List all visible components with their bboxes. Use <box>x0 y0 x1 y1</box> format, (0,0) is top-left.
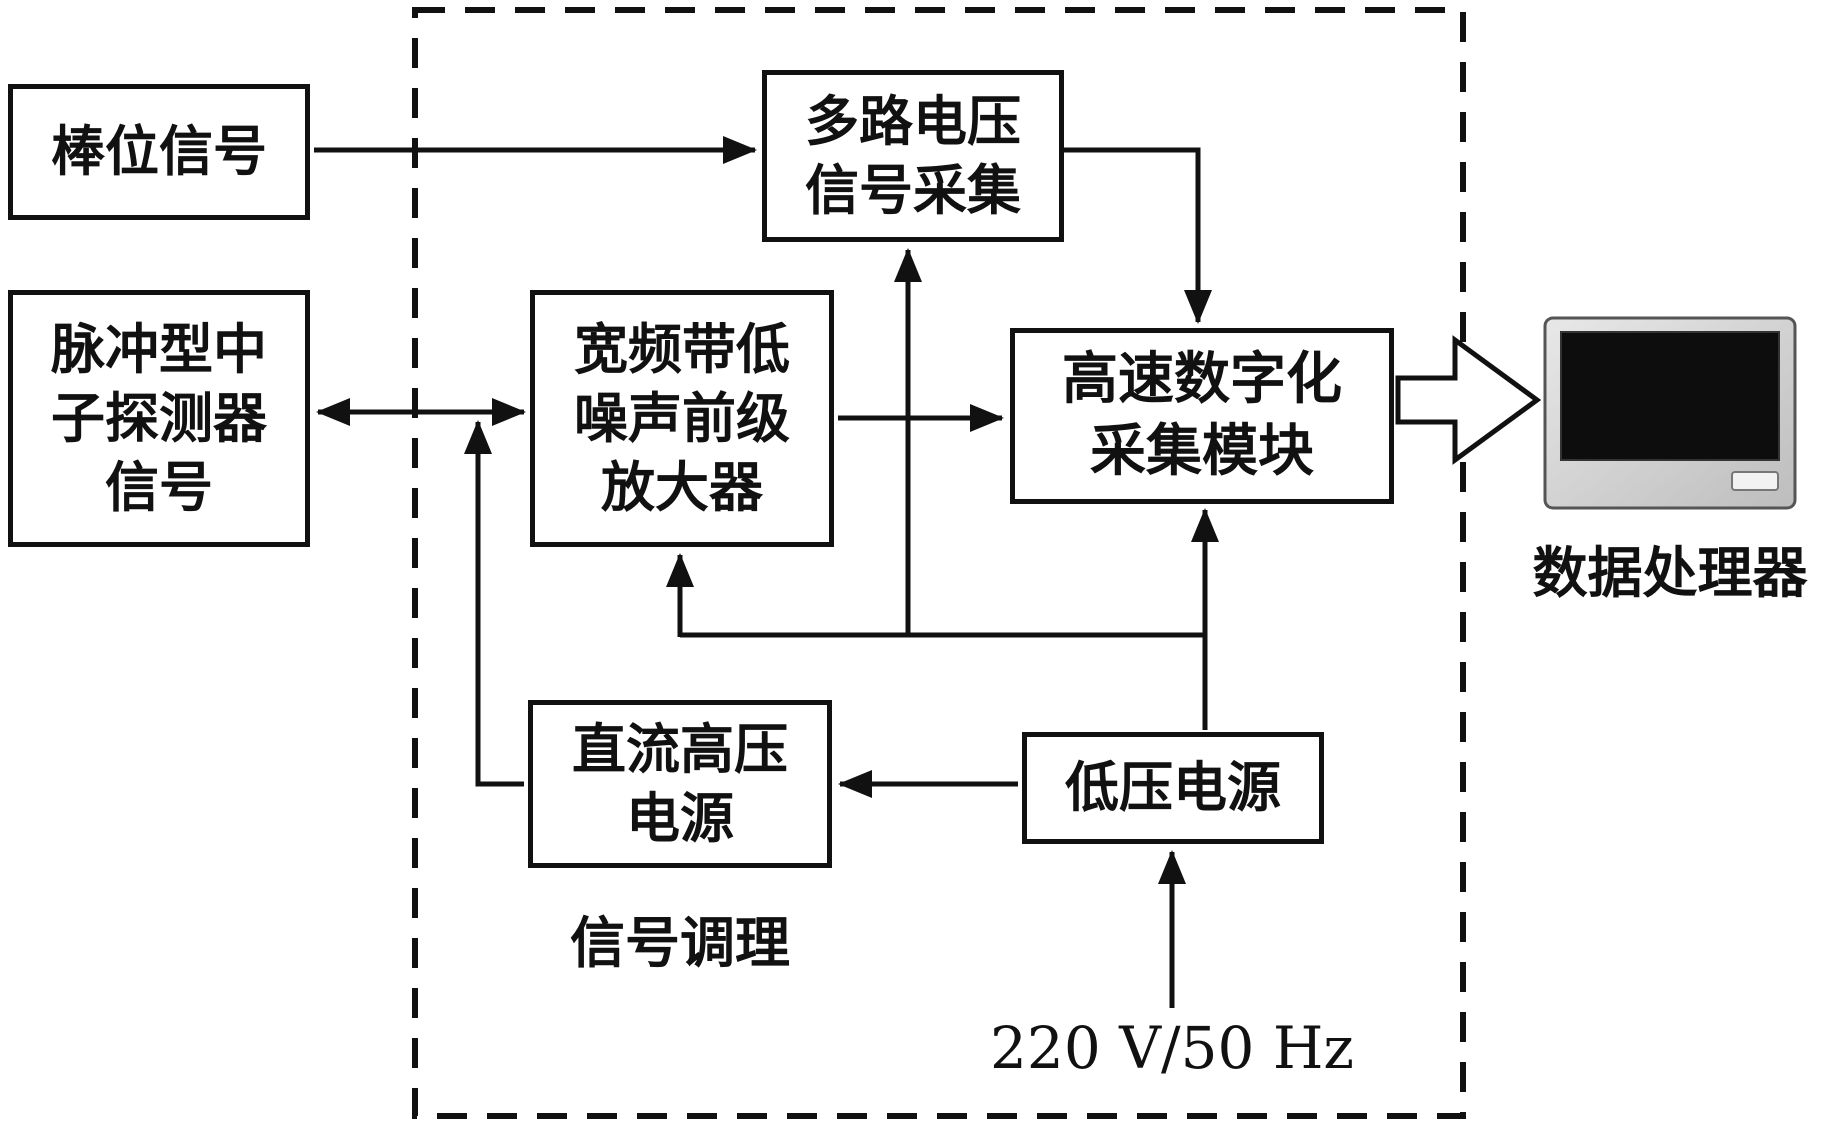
mains-power-label: 220 V/50 Hz <box>990 1014 1354 1082</box>
arrow-dchv-to-detector-line <box>464 420 524 787</box>
block-arrow-icon <box>1395 335 1542 465</box>
arrow-multiplexer-to-digitizer <box>1064 147 1212 324</box>
box-low-voltage-supply-label: 低压电源 <box>1065 756 1281 820</box>
box-highspeed-digitizer-module-label: 高速数字化 采集模块 <box>1062 347 1342 484</box>
box-rod-position-signal: 棒位信号 <box>8 84 310 220</box>
box-dc-high-voltage-supply: 直流高压 电源 <box>528 700 832 868</box>
signal-conditioning-label: 信号调理 <box>569 911 790 975</box>
monitor-icon <box>1543 316 1797 510</box>
box-low-voltage-supply: 低压电源 <box>1022 732 1324 844</box>
box-multichannel-voltage-acquisition-label: 多路电压 信号采集 <box>805 89 1021 222</box>
box-wideband-lownoise-preamplifier: 宽频带低 噪声前级 放大器 <box>530 290 834 547</box>
box-neutron-detector-signal: 脉冲型中 子探测器 信号 <box>8 290 310 547</box>
box-dc-high-voltage-supply-label: 直流高压 电源 <box>572 717 788 850</box>
box-neutron-detector-signal-label: 脉冲型中 子探测器 信号 <box>51 317 267 520</box>
box-wideband-lownoise-preamplifier-label: 宽频带低 噪声前级 放大器 <box>574 317 790 520</box>
data-processor-label: 数据处理器 <box>1532 541 1808 605</box>
signal-conditioning-region <box>412 7 1466 1119</box>
box-multichannel-voltage-acquisition: 多路电压 信号采集 <box>762 70 1064 242</box>
box-highspeed-digitizer-module: 高速数字化 采集模块 <box>1010 328 1394 504</box>
box-rod-position-signal-label: 棒位信号 <box>51 120 267 184</box>
